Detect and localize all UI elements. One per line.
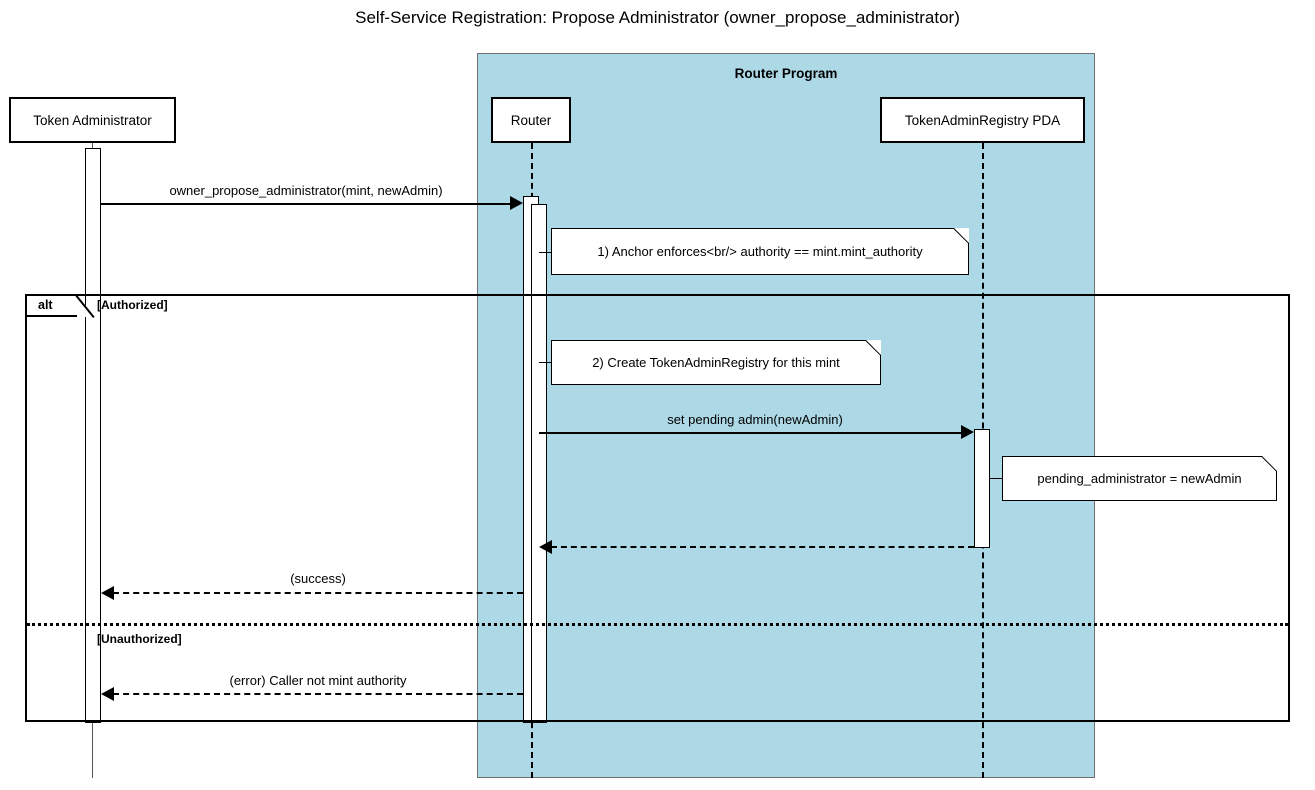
fragment-guard-authorized: [Authorized] [97,298,168,312]
note-anchor-enforces: 1) Anchor enforces<br/> authority == min… [551,228,969,275]
participant-label-token-administrator: Token Administrator [33,112,152,128]
participant-label-router: Router [510,112,552,128]
message-arrowhead-success [101,586,114,600]
note-connector-create-registry [539,362,553,363]
message-line-set-pending-admin [539,432,963,434]
group-label-router-program: Router Program [734,66,838,81]
activation-token-admin-registry-pda [974,429,990,548]
fragment-guard-unauthorized: [Unauthorized] [97,632,182,646]
message-arrowhead-set-pending-admin [961,425,974,439]
fragment-alt-tab-slant [77,295,95,317]
note-create-registry: 2) Create TokenAdminRegistry for this mi… [551,340,881,385]
note-connector-anchor-enforces [539,252,553,253]
message-label-propose: owner_propose_administrator(mint, newAdm… [169,183,443,198]
diagram-title: Self-Service Registration: Propose Admin… [355,8,960,27]
message-line-error [113,693,523,695]
participant-token-administrator[interactable]: Token Administrator [9,97,176,143]
note-text-anchor-enforces: 1) Anchor enforces<br/> authority == min… [597,244,923,259]
message-line-pda-return [551,546,974,548]
message-line-propose [101,203,511,205]
note-pending-administrator: pending_administrator = newAdmin [1002,456,1277,501]
message-label-success: (success) [290,571,346,586]
activation-token-administrator [85,148,101,723]
note-text-create-registry: 2) Create TokenAdminRegistry for this mi… [592,355,840,370]
message-arrowhead-pda-return [539,540,552,554]
group-box-router-program [477,53,1095,778]
note-text-pending-administrator: pending_administrator = newAdmin [1037,471,1242,486]
note-connector-pending-administrator [990,478,1003,479]
message-arrowhead-propose [510,196,523,210]
participant-router[interactable]: Router [491,97,571,143]
participant-token-admin-registry-pda[interactable]: TokenAdminRegistry PDA [880,97,1085,143]
activation-router-inner [531,204,547,723]
message-line-success [113,592,523,594]
message-label-set-pending-admin: set pending admin(newAdmin) [667,412,843,427]
message-arrowhead-error [101,687,114,701]
fragment-alt-divider [27,623,1288,626]
message-label-error: (error) Caller not mint authority [229,673,407,688]
fragment-alt-operator-label: alt [38,298,53,312]
participant-label-token-admin-registry-pda: TokenAdminRegistry PDA [904,112,1061,128]
fragment-alt-tab [25,294,77,317]
